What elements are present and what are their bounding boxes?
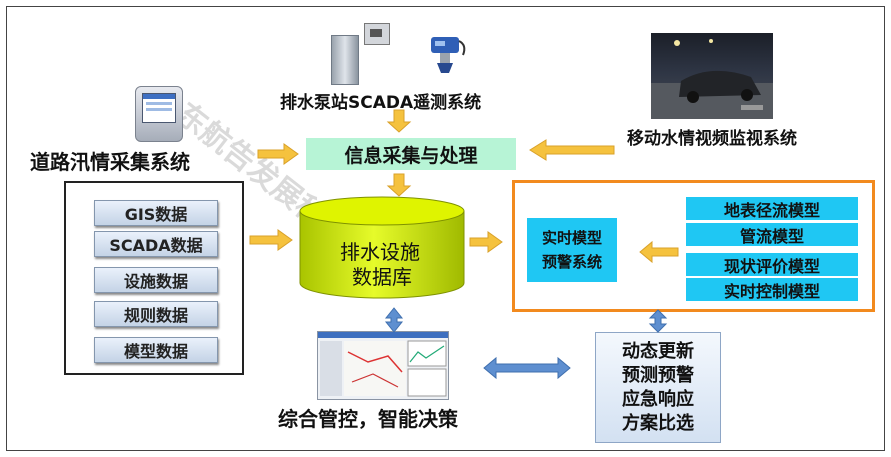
data-item-rules: 规则数据 bbox=[94, 301, 218, 327]
info-processing-box: 信息采集与处理 bbox=[306, 138, 516, 170]
database-label-line2: 数据库 bbox=[352, 265, 412, 289]
arrow-data-to-db bbox=[249, 229, 293, 251]
video-feed-image bbox=[651, 33, 773, 119]
control-label: 综合管控，智能决策 bbox=[278, 407, 458, 431]
database-label-line1: 排水设施 bbox=[340, 240, 420, 264]
realtime-warning-system: 实时模型预警系统 bbox=[527, 218, 617, 282]
realtime-line2: 预警系统 bbox=[541, 253, 602, 271]
scada-label: 排水泵站SCADA遥测系统 bbox=[280, 93, 482, 113]
scada-cabinet-image bbox=[331, 35, 359, 85]
video-label: 移动水情视频监视系统 bbox=[627, 129, 797, 149]
road-label: 道路汛情采集系统 bbox=[30, 150, 190, 174]
realtime-line1: 实时模型 bbox=[541, 229, 602, 247]
arrow-warning-update bbox=[648, 309, 668, 333]
scada-panel-image bbox=[364, 23, 390, 45]
update-line-2: 预测预警 bbox=[622, 364, 694, 386]
arrow-road-to-info bbox=[257, 143, 299, 165]
model-pipe-flow: 管流模型 bbox=[686, 223, 858, 246]
model-status-evaluation: 现状评价模型 bbox=[686, 253, 858, 276]
arrow-info-to-db bbox=[386, 173, 412, 197]
arrow-models-to-realtime bbox=[639, 240, 679, 264]
arrow-video-to-info bbox=[529, 139, 615, 161]
arrow-db-control bbox=[384, 307, 404, 333]
arrow-db-to-warning bbox=[469, 231, 503, 253]
database-cylinder bbox=[298, 195, 466, 300]
control-software-image bbox=[317, 331, 449, 400]
data-item-model: 模型数据 bbox=[94, 337, 218, 363]
update-line-4: 方案比选 bbox=[622, 412, 694, 434]
warning-system-box: 实时模型预警系统 地表径流模型 管流模型 现状评价模型 实时控制模型 bbox=[512, 180, 875, 312]
pda-device-image bbox=[135, 86, 183, 142]
arrow-control-update bbox=[483, 356, 571, 380]
sensor-image bbox=[425, 33, 469, 77]
data-sources-box: GIS数据 SCADA数据 设施数据 规则数据 模型数据 bbox=[64, 181, 244, 375]
data-item-facility: 设施数据 bbox=[94, 267, 218, 293]
model-surface-runoff: 地表径流模型 bbox=[686, 197, 858, 220]
data-item-scada: SCADA数据 bbox=[94, 231, 218, 257]
update-line-3: 应急响应 bbox=[622, 388, 694, 410]
update-line-1: 动态更新 bbox=[622, 340, 694, 362]
model-realtime-control: 实时控制模型 bbox=[686, 278, 858, 301]
data-item-gis: GIS数据 bbox=[94, 200, 218, 226]
dynamic-update-box: 动态更新 预测预警 应急响应 方案比选 bbox=[595, 332, 721, 443]
arrow-scada-to-info bbox=[386, 109, 412, 133]
